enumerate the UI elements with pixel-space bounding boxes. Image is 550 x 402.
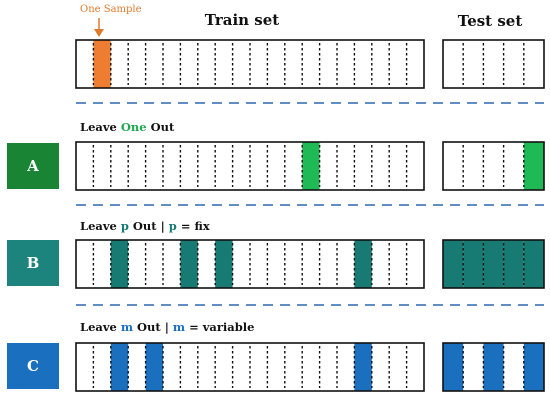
- label-a-part-0: Leave: [80, 120, 121, 134]
- test-C-set: [442, 342, 545, 392]
- sample-arrow-icon: [94, 18, 104, 37]
- badge-letter-C: C: [27, 357, 39, 375]
- test-B-highlight-cell: [483, 240, 504, 288]
- test-A-set: [442, 141, 545, 191]
- method-badge-A: A: [7, 143, 59, 189]
- test-header-border: [442, 39, 545, 89]
- test-B-highlight-cell: [523, 240, 544, 288]
- label-c-part-0: Leave: [80, 320, 121, 334]
- sample-label: One Sample: [80, 4, 142, 15]
- badge-letter-B: B: [27, 254, 40, 272]
- train-A-border: [75, 141, 425, 191]
- test-B-highlight-cell: [443, 240, 464, 288]
- train-set-title: Train set: [205, 11, 280, 29]
- test-C-border: [442, 342, 545, 392]
- train-B-border: [75, 239, 425, 289]
- label-leave-p-out: Leave p Out | p = fix: [80, 219, 210, 233]
- train-A-highlight-cell: [302, 142, 320, 190]
- test-header-set: [442, 39, 545, 89]
- label-c-part-4: = variable: [185, 320, 254, 334]
- test-C-highlight-cell: [523, 343, 544, 391]
- test-set-title: Test set: [458, 12, 523, 30]
- train-C-border: [75, 342, 425, 392]
- label-b-part-3: p: [169, 219, 177, 233]
- train-header-border: [75, 39, 425, 89]
- label-a-part-2: Out: [147, 120, 175, 134]
- train-B-highlight-cell: [354, 240, 372, 288]
- train-B-highlight-cell: [180, 240, 198, 288]
- method-badge-C: C: [7, 343, 59, 389]
- train-B-set: [75, 239, 425, 289]
- test-A-border: [442, 141, 545, 191]
- train-header-highlight-cell: [93, 40, 111, 88]
- test-header-background: [443, 40, 544, 88]
- label-c-part-2: Out |: [133, 320, 173, 334]
- label-b-part-1: p: [121, 219, 129, 233]
- label-c-part-1: m: [121, 320, 133, 334]
- test-C-highlight-cell: [443, 343, 464, 391]
- train-A-set: [75, 141, 425, 191]
- train-C-highlight-cell: [145, 343, 163, 391]
- badge-box-A: [7, 143, 59, 189]
- test-B-highlight-cell: [503, 240, 524, 288]
- rows-layer: A B C: [7, 39, 545, 392]
- badge-box-B: [7, 240, 59, 286]
- label-c-part-3: m: [173, 320, 185, 334]
- label-leave-m-out: Leave m Out | m = variable: [80, 320, 254, 334]
- label-b-part-4: = fix: [177, 219, 210, 233]
- train-C-set: [75, 342, 425, 392]
- test-B-border: [442, 239, 545, 289]
- test-A-highlight-cell: [523, 142, 544, 190]
- label-leave-one-out: Leave One Out: [80, 120, 175, 134]
- train-B-highlight-cell: [110, 240, 129, 288]
- label-a-part-1: One: [121, 120, 147, 134]
- badge-box-C: [7, 343, 59, 389]
- train-B-highlight-cell: [215, 240, 233, 288]
- test-B-set: [442, 239, 545, 289]
- label-b-part-0: Leave: [80, 219, 121, 233]
- label-b-part-2: Out |: [129, 219, 169, 233]
- train-header-set: [75, 39, 425, 89]
- test-B-highlight-cell: [463, 240, 484, 288]
- train-C-highlight-cell: [110, 343, 129, 391]
- train-C-highlight-cell: [354, 343, 372, 391]
- test-C-highlight-cell: [483, 343, 504, 391]
- badge-letter-A: A: [26, 157, 39, 175]
- method-badge-B: B: [7, 240, 59, 286]
